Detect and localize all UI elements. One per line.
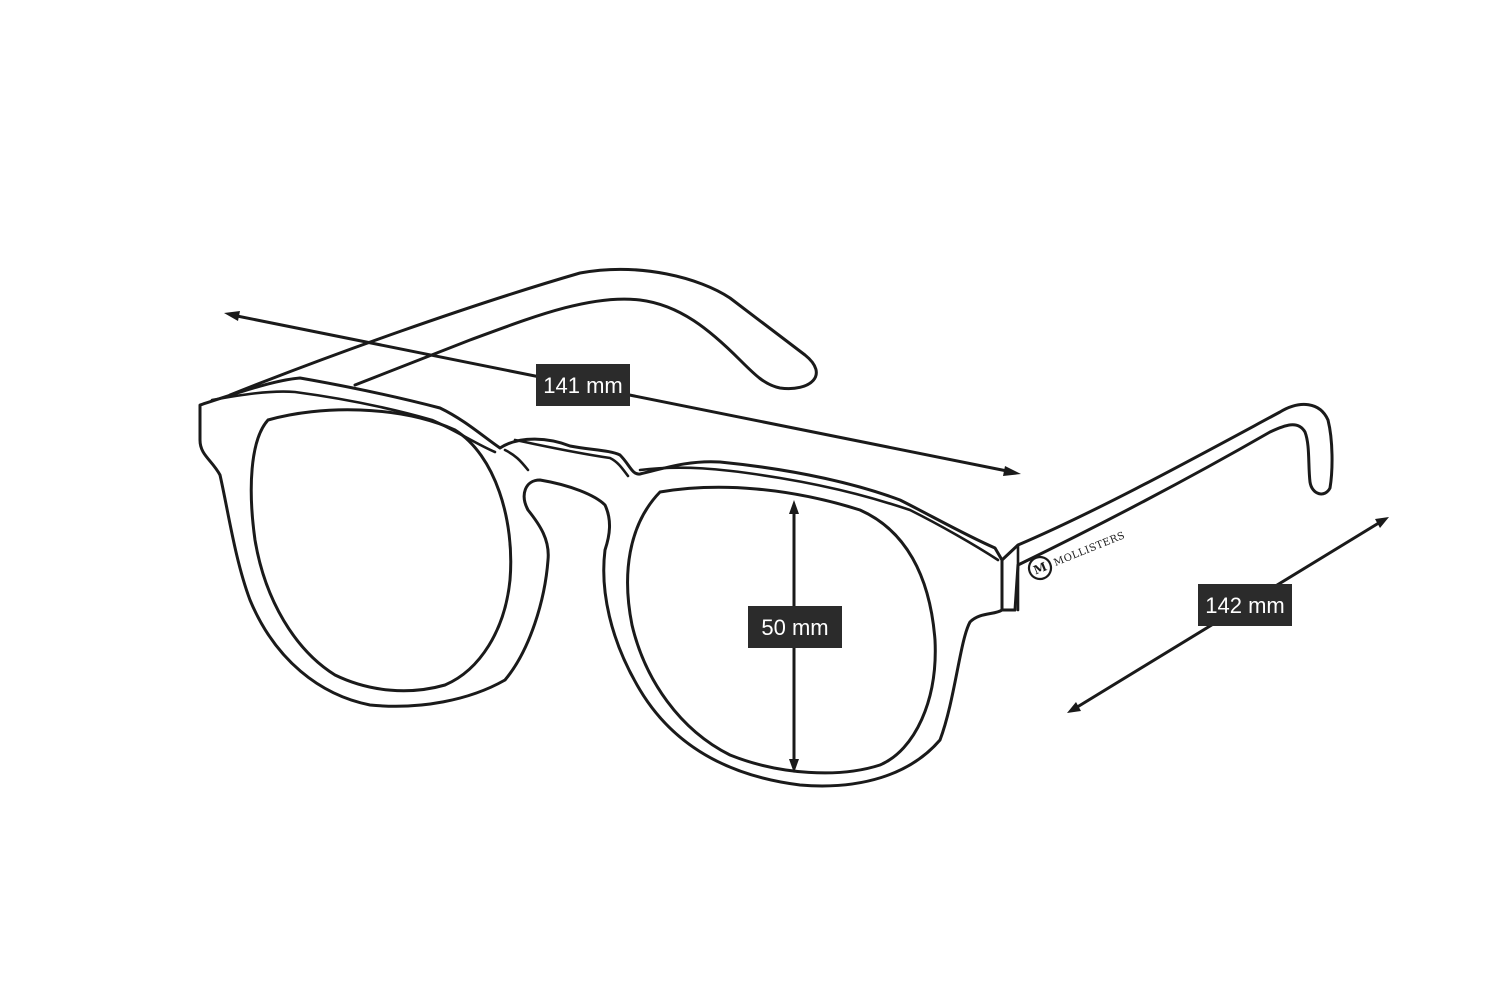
far-temple-arm xyxy=(228,267,818,397)
arrow-right-icon xyxy=(1003,466,1021,476)
frame-width-dimension: 141 mm xyxy=(224,311,1021,476)
brand-logo-initial: M xyxy=(1031,559,1049,577)
right-lens xyxy=(626,485,937,775)
temple-length-label: 142 mm xyxy=(1205,593,1284,618)
arrow-upper-right-icon xyxy=(1375,517,1389,528)
arrow-left-icon xyxy=(224,311,240,321)
temple-length-dimension: 142 mm xyxy=(1067,517,1389,713)
near-temple-arm xyxy=(1000,403,1334,612)
frame-width-label: 141 mm xyxy=(543,373,622,398)
front-frame xyxy=(198,376,1004,788)
lens-height-label: 50 mm xyxy=(761,615,828,640)
left-lens xyxy=(249,408,513,693)
lens-height-dimension: 50 mm xyxy=(748,500,842,773)
arrow-up-icon xyxy=(789,500,799,514)
arrow-lower-left-icon xyxy=(1067,702,1081,713)
brand-logo-text: MOLLISTERS xyxy=(1052,530,1126,569)
arrow-down-icon xyxy=(789,759,799,773)
